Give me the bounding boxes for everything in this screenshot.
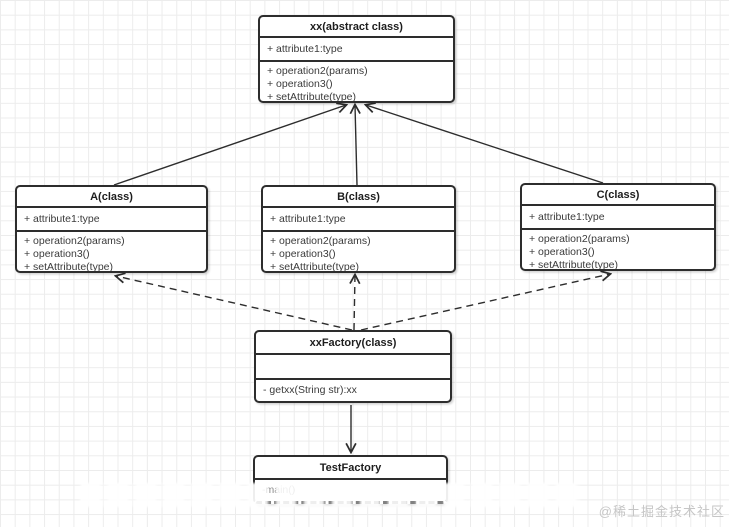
operation-line: + setAttribute(type): [529, 259, 618, 269]
operation-line: + setAttribute(type): [24, 261, 113, 271]
operation-line: + setAttribute(type): [270, 261, 359, 271]
class-operations-c: + operation2(params) + operation3() + se…: [522, 228, 714, 269]
operation-line: + operation3(): [270, 248, 336, 260]
dependency-arrow-factory-to-a: [116, 276, 353, 331]
operation-line: + operation3(): [267, 78, 333, 90]
attribute-line: + attribute1:type: [24, 213, 100, 225]
class-attributes-b: + attribute1:type: [263, 206, 454, 230]
class-operations-factory: - getxx(String str):xx: [256, 378, 450, 401]
attribute-line: + attribute1:type: [270, 213, 346, 225]
operation-line: + operation2(params): [529, 233, 630, 245]
class-operations-abstract: + operation2(params) + operation3() + se…: [260, 60, 453, 101]
class-attributes-factory: [256, 353, 450, 378]
class-box-abstract: xx(abstract class) + attribute1:type + o…: [258, 15, 455, 103]
class-attributes-a: + attribute1:type: [17, 206, 206, 230]
generalization-arrow-b-to-abstract: [355, 105, 357, 186]
attribute-line: + attribute1:type: [529, 211, 605, 223]
operation-line: - getxx(String str):xx: [263, 384, 357, 396]
operation-line: + operation2(params): [24, 235, 125, 247]
dependency-arrow-factory-to-b: [354, 275, 355, 331]
class-title-abstract: xx(abstract class): [310, 20, 403, 33]
class-title-a: A(class): [90, 190, 133, 203]
class-attributes-c: + attribute1:type: [522, 204, 714, 228]
class-title-c: C(class): [596, 188, 640, 201]
class-box-b: B(class) + attribute1:type + operation2(…: [261, 185, 456, 273]
operation-line: + operation3(): [24, 248, 90, 260]
attribute-line: + attribute1:type: [267, 43, 343, 55]
watermark-wash-band: [80, 483, 580, 507]
generalization-arrow-a-to-abstract: [113, 105, 346, 186]
class-attributes-abstract: + attribute1:type: [260, 36, 453, 60]
class-operations-b: + operation2(params) + operation3() + se…: [263, 230, 454, 271]
class-box-c: C(class) + attribute1:type + operation2(…: [520, 183, 716, 271]
operation-line: + setAttribute(type): [267, 91, 356, 101]
class-title-test: TestFactory: [319, 461, 382, 474]
dependency-arrow-factory-to-c: [360, 274, 610, 331]
generalization-arrow-c-to-abstract: [366, 105, 604, 184]
operation-line: + operation3(): [529, 246, 595, 258]
class-box-factory: xxFactory(class) - getxx(String str):xx: [254, 330, 452, 403]
operation-line: + operation2(params): [267, 65, 368, 77]
class-title-b: B(class): [337, 190, 380, 203]
class-operations-a: + operation2(params) + operation3() + se…: [17, 230, 206, 271]
operation-line: + operation2(params): [270, 235, 371, 247]
class-title-factory: xxFactory(class): [309, 336, 397, 349]
community-watermark-text: @稀土掘金技术社区: [598, 504, 725, 519]
class-box-a: A(class) + attribute1:type + operation2(…: [15, 185, 208, 273]
